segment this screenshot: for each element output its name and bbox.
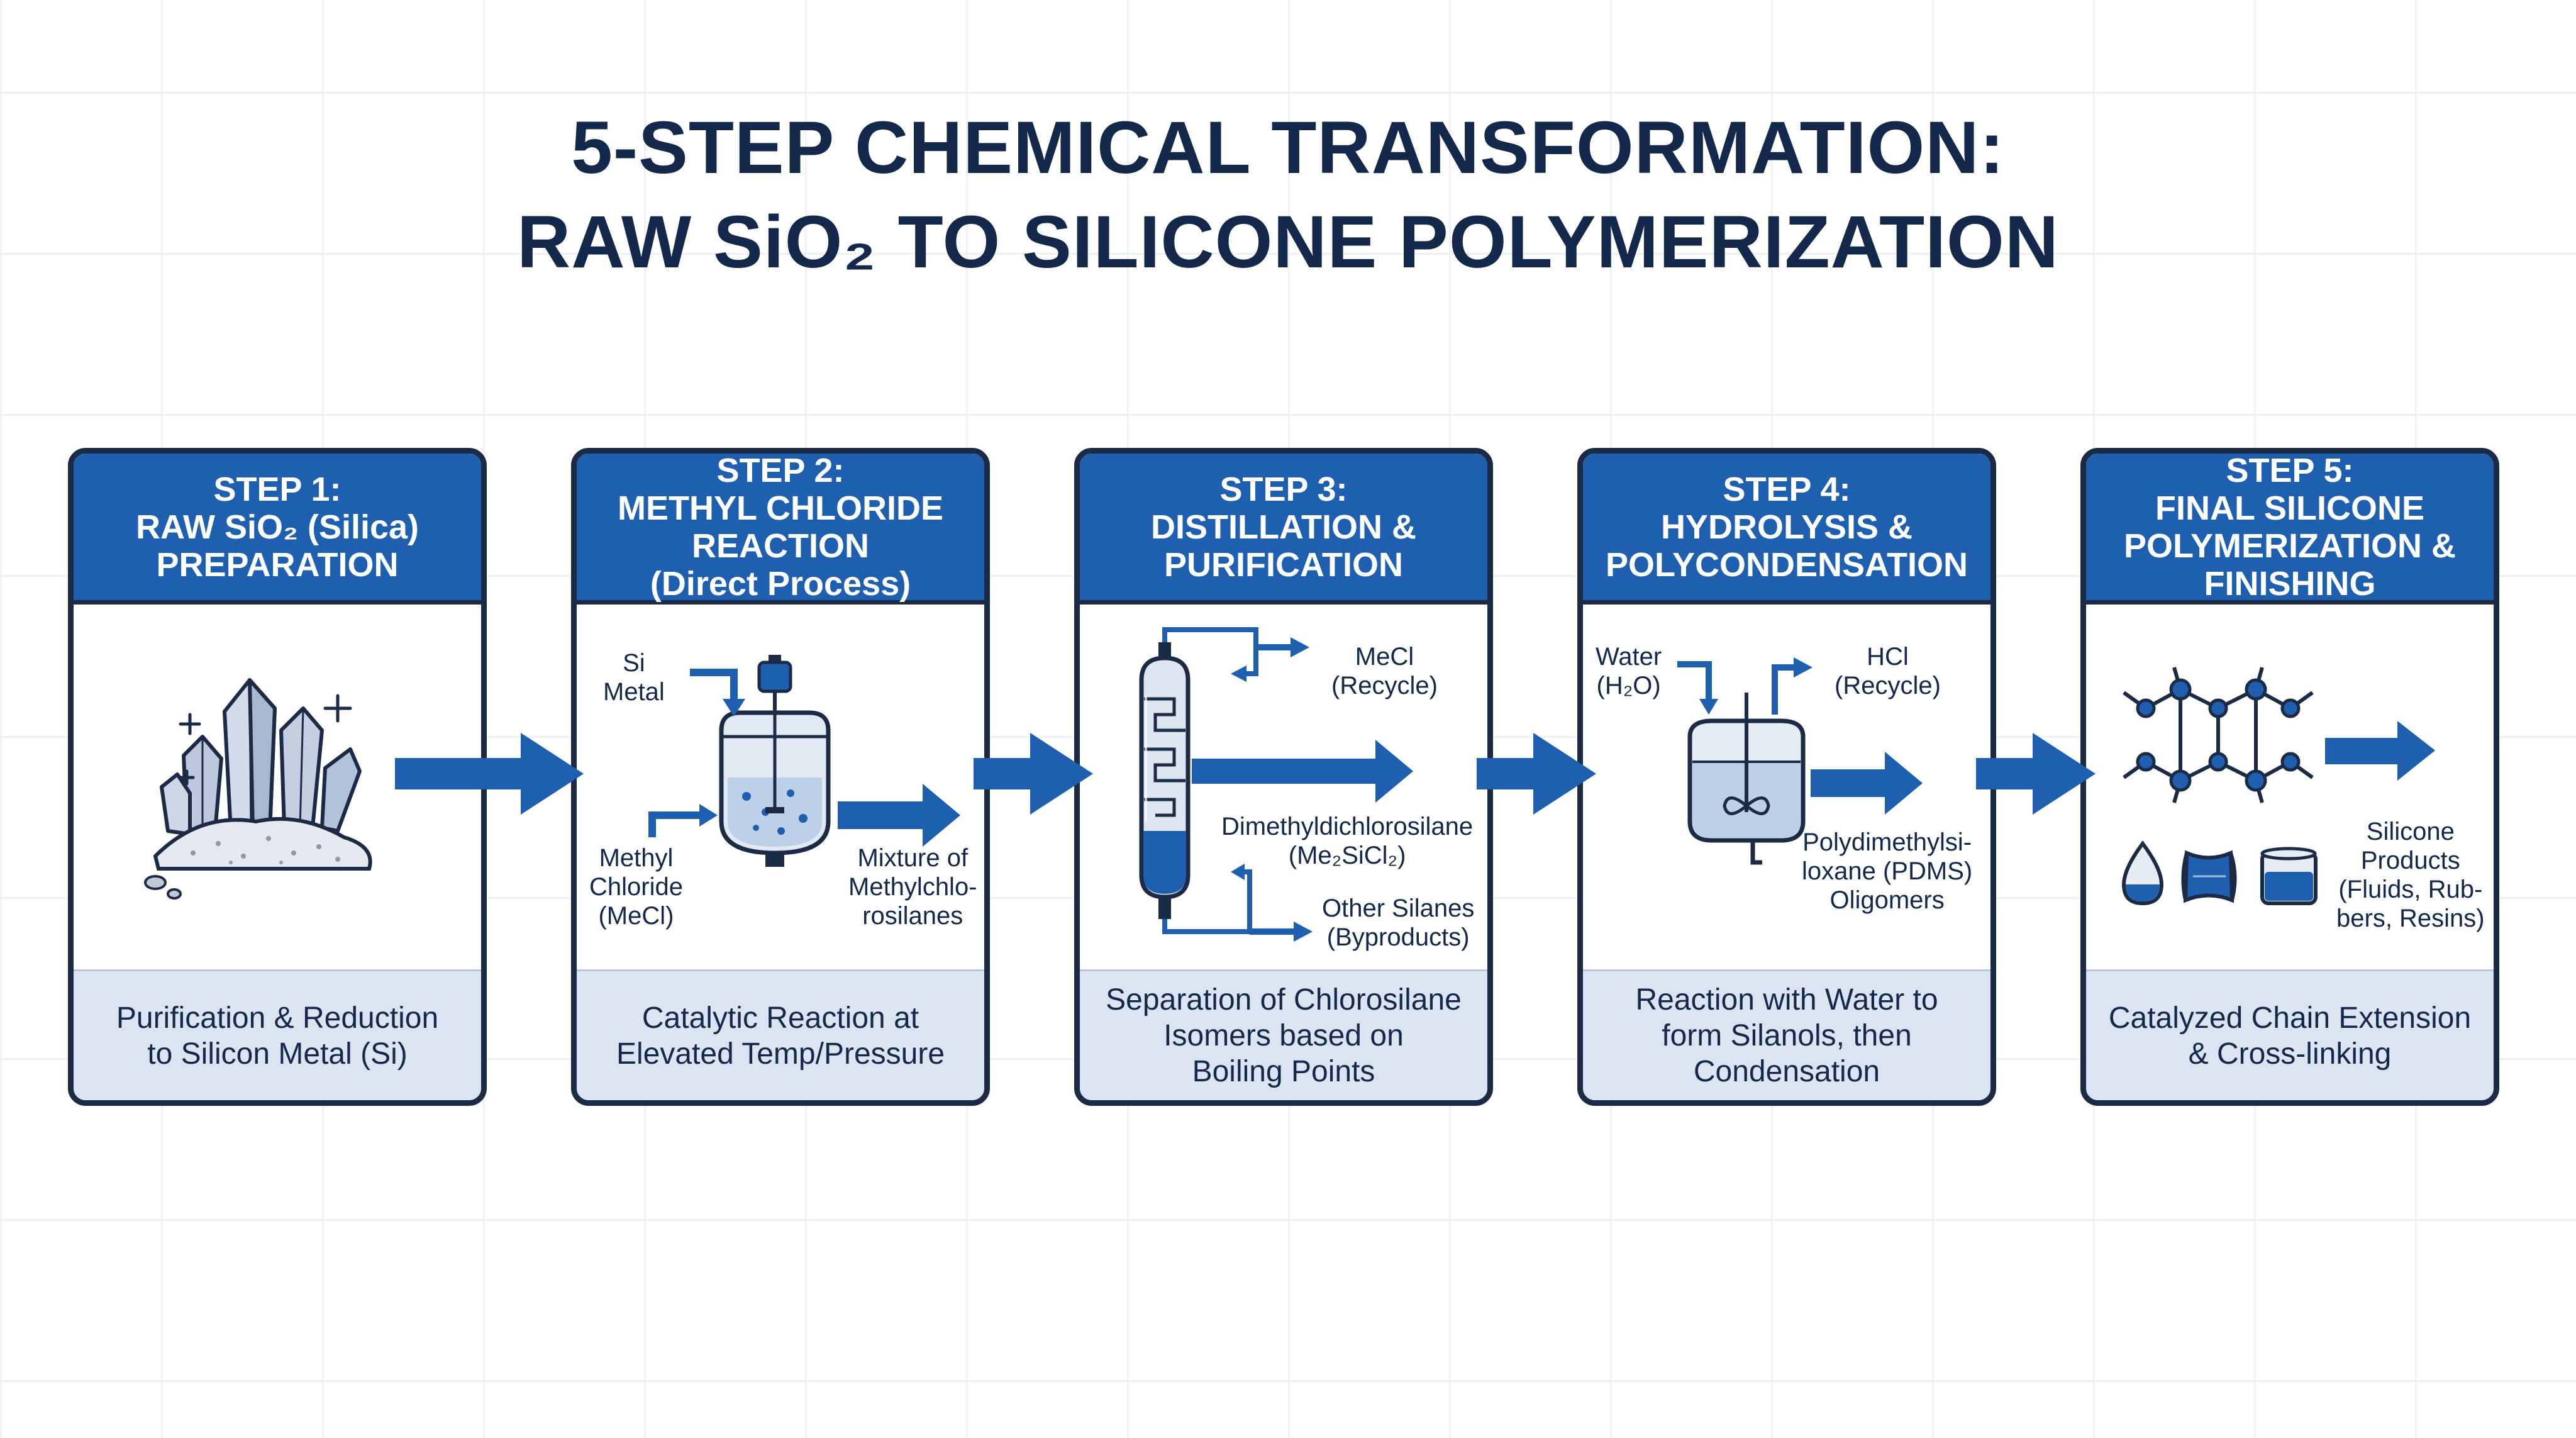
dimethyldichlorosilane-label-line: Dimethyldichlorosilane [1221,813,1474,840]
step-3-header-line: DISTILLATION & [1151,508,1416,546]
step-3-footer-line: Isomers based on [1163,1019,1404,1052]
pdms-label-line: Oligomers [1829,886,1945,914]
pdms-label: Polydimethylsi- loxane (PDMS) Oligomers [1802,828,1972,915]
step-4-header-line: STEP 4: [1723,470,1851,508]
step-1-illustration [74,605,481,969]
mecl-recycle-label-line: MeCl [1355,643,1414,671]
other-silanes-label-line: (Byproducts) [1326,923,1470,951]
title-line-2: RAW SiO₂ TO SILICONE POLYMERIZATION [517,201,2059,284]
step-4-header-line: HYDROLYSIS & [1660,508,1913,546]
step-4-header: STEP 4: HYDROLYSIS & POLYCONDENSATION [1583,454,1990,605]
water-label: Water (H₂O) [1596,642,1662,700]
step-4-card: STEP 4: HYDROLYSIS & POLYCONDENSATION Wa… [1577,448,1996,1106]
title-line-1: 5-STEP CHEMICAL TRANSFORMATION: [571,106,2005,189]
step-3-card: STEP 3: DISTILLATION & PURIFICATION MeCl… [1074,448,1493,1106]
step-3-header: STEP 3: DISTILLATION & PURIFICATION [1080,454,1487,605]
step-2-header-line: (Direct Process) [650,564,911,603]
step-3-footer-line: Boiling Points [1192,1055,1375,1088]
rubber-block-icon [2181,850,2237,903]
step-5-card: STEP 5: FINAL SILICONE POLYMERIZATION & … [2080,448,2499,1106]
step-5-header-line: STEP 5: [2226,451,2354,489]
silicone-products-label-line: Silicone [2366,818,2455,845]
step-5-footer: Catalyzed Chain Extension & Cross-linkin… [2086,969,2494,1100]
mecl-recycle-label: MeCl (Recycle) [1331,642,1438,700]
silicone-products-label: Silicone Products (Fluids, Rub- bers, Re… [2336,817,2485,933]
step-1-footer-line: to Silicon Metal (Si) [147,1037,408,1071]
step-5-footer-line: & Cross-linking [2188,1037,2392,1071]
silicone-products-label-line: Products [2360,847,2460,874]
step-2-footer: Catalytic Reaction at Elevated Temp/Pres… [577,969,984,1100]
step-5-header: STEP 5: FINAL SILICONE POLYMERIZATION & … [2086,454,2494,605]
distillation-column-icon [1139,627,1413,942]
step-4-footer-line: form Silanols, then [1662,1019,1912,1052]
arrow-step-2-to-3 [974,733,1093,815]
silicone-products-label-line: bers, Resins) [2336,905,2485,932]
step-2-header-line: STEP 2: [716,451,845,489]
dimethyldichlorosilane-label: Dimethyldichlorosilane (Me₂SiCl₂) [1221,812,1473,870]
water-label-line: (H₂O) [1596,672,1661,699]
mixture-label-line: Methylchlo- [848,873,977,901]
page-title: 5-STEP CHEMICAL TRANSFORMATION: RAW SiO₂… [0,101,2576,289]
step-2-footer-line: Catalytic Reaction at [641,1001,919,1035]
other-silanes-label-line: Other Silanes [1322,895,1475,922]
si-metal-label: Si Metal [603,649,665,706]
step-4-footer-line: Reaction with Water to [1635,983,1938,1017]
mixture-label-line: Mixture of [857,844,969,872]
step-2-header-line: METHYL CHLORIDE [617,489,943,527]
reactor-vessel-icon [648,655,960,867]
step-3-illustration: MeCl (Recycle) Dimethyldichlorosilane (M… [1080,605,1487,969]
step-1-header-line: RAW SiO₂ (Silica) [135,508,419,546]
step-1-header: STEP 1: RAW SiO₂ (Silica) PREPARATION [74,454,481,605]
step-3-header-line: PURIFICATION [1164,545,1403,584]
mixture-label-line: rosilanes [862,902,963,930]
si-metal-label-line: Si [623,649,645,677]
polymer-network-icon [2123,667,2435,803]
other-silanes-label: Other Silanes (Byproducts) [1322,894,1474,952]
arrow-step-3-to-4 [1477,733,1596,815]
step-4-footer-line: Condensation [1693,1055,1880,1088]
step-5-footer-line: Catalyzed Chain Extension [2108,1001,2472,1035]
step-1-footer: Purification & Reduction to Silicon Meta… [74,969,481,1100]
step-1-header-line: STEP 1: [213,470,341,508]
dimethyldichlorosilane-label-line: (Me₂SiCl₂) [1288,842,1406,869]
step-1-footer-line: Purification & Reduction [116,1001,439,1035]
step-4-header-line: POLYCONDENSATION [1605,545,1968,584]
step-1-header-line: PREPARATION [156,545,399,584]
arrow-step-4-to-5 [1976,733,2096,815]
hcl-recycle-label-line: HCl [1867,643,1909,671]
step-2-header-line: REACTION [692,527,869,565]
step-2-card: STEP 2: METHYL CHLORIDE REACTION (Direct… [571,448,990,1106]
quartz-crystal-icon [144,678,372,900]
step-3-footer-line: Separation of Chlorosilane [1106,983,1462,1017]
step-5-header-line: POLYMERIZATION & [2123,527,2457,565]
step-5-header-line: FINAL SILICONE [2155,489,2425,527]
methyl-chloride-label-line: Chloride [589,873,683,901]
silicone-products-label-line: (Fluids, Rub- [2338,876,2483,903]
mixture-label: Mixture of Methylchlo- rosilanes [848,844,977,930]
step-5-illustration: Silicone Products (Fluids, Rub- bers, Re… [2086,605,2494,969]
methyl-chloride-label-line: (MeCl) [598,902,674,930]
hcl-recycle-label: HCl (Recycle) [1835,642,1941,700]
step-3-footer: Separation of Chlorosilane Isomers based… [1080,969,1487,1100]
step-2-footer-line: Elevated Temp/Pressure [616,1037,945,1071]
methyl-chloride-label-line: Methyl [599,844,674,872]
methyl-chloride-label: Methyl Chloride (MeCl) [589,844,683,930]
si-metal-label-line: Metal [603,678,665,706]
step-3-header-line: STEP 3: [1219,470,1348,508]
mecl-recycle-label-line: (Recycle) [1331,672,1438,699]
step-2-header: STEP 2: METHYL CHLORIDE REACTION (Direct… [577,454,984,605]
step-5-header-line: FINISHING [2204,564,2376,603]
resin-jar-icon [2260,847,2318,905]
step-2-illustration: Si Metal Methyl Chloride (MeCl) Mixture … [577,605,984,969]
step-4-footer: Reaction with Water to form Silanols, th… [1583,969,1990,1100]
pdms-label-line: Polydimethylsi- [1802,828,1972,856]
water-label-line: Water [1596,643,1662,671]
step-4-illustration: Water (H₂O) HCl (Recycle) Polydimethylsi… [1583,605,1990,969]
pdms-label-line: loxane (PDMS) [1802,857,1973,885]
arrow-step-1-to-2 [395,733,584,815]
stirred-tank-icon [1677,657,1923,865]
droplet-icon [2121,840,2164,906]
hcl-recycle-label-line: (Recycle) [1835,672,1941,699]
